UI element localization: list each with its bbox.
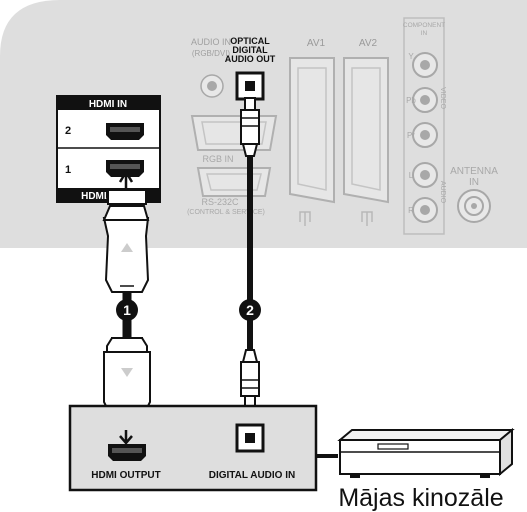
component-pb-jack [412,87,438,113]
optical-cable [240,97,260,411]
optical-label-1: OPTICAL [230,36,270,46]
component-pr-jack [412,122,438,148]
device-caption: Mājas kinozāle [338,484,503,512]
antenna-label: ANTENNA [450,166,498,177]
av2-scart-port [343,57,389,226]
hdmi-port-2 [106,123,144,140]
audio-in-sub-label: (RGB/DVI) [192,49,231,58]
antenna-jack [457,189,491,223]
audio-label: AUDIO [439,181,446,204]
hdmi-port-1 [106,160,144,177]
rs232c-sub-label: (CONTROL & SERVICE) [187,209,265,216]
component-frame [403,17,445,235]
antenna-in-label: IN [469,177,479,188]
av1-label: AV1 [307,38,326,49]
component-y-jack [412,52,438,78]
component-y-label: Y [408,52,414,61]
hdmi-output-port [108,430,146,461]
optical-out-port [235,71,265,101]
digital-audio-in-port [235,423,265,453]
av2-label: AV2 [359,38,378,49]
audio-l-label: L [409,171,414,180]
hdmi-port-2-label: 2 [65,125,71,137]
rs232c-label: RS-232C [201,197,239,207]
digital-audio-in-label: DIGITAL AUDIO IN [209,470,295,481]
rgb-in-port [190,115,278,151]
hdmi-cable [102,169,151,423]
step-2-number: 2 [246,302,254,318]
audio-in-label: AUDIO IN [191,37,231,47]
component-pr-label: Pr [407,131,415,140]
hdmi-in-block: HDMI IN 2 1 HDMI/DVI IN [56,95,161,203]
home-theater-device-icon [337,427,515,478]
step-2-marker: 2 [239,299,261,321]
audio-r-label: R [408,206,414,215]
rgb-in-label: RGB IN [202,154,233,164]
hdmi-port-1-label: 1 [65,164,71,176]
home-theater-panel: HDMI OUTPUT DIGITAL AUDIO IN [68,404,318,492]
audio-l-jack [412,162,438,188]
component-in-label: IN [421,30,428,37]
av1-scart-port [289,57,335,226]
step-1-number: 1 [123,302,131,318]
optical-label-2: DIGITAL [232,45,268,55]
video-label: VIDEO [439,87,446,109]
hdmi-output-label: HDMI OUTPUT [91,470,160,481]
hdmi-in-header: HDMI IN [89,99,127,110]
step-1-marker: 1 [116,299,138,321]
audio-in-jack [200,74,224,98]
component-pb-label: Pb [406,96,416,105]
rs232c-port [196,167,272,197]
component-label: COMPONENT [403,22,445,29]
optical-label-3: AUDIO OUT [225,54,276,64]
audio-r-jack [412,197,438,223]
